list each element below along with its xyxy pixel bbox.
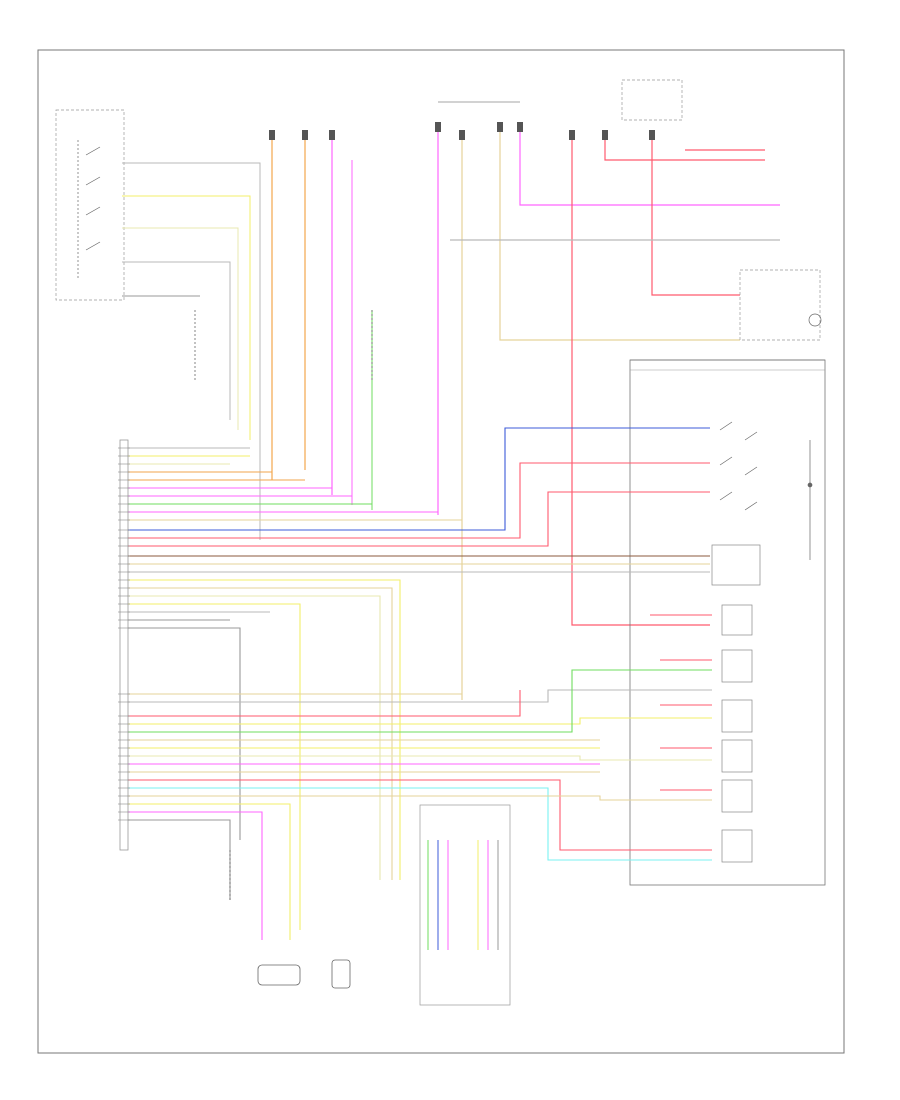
top-fuse-box-right xyxy=(621,79,683,121)
pcm-module-box xyxy=(119,439,129,851)
right-motor-icon xyxy=(808,313,822,327)
top-left-switches xyxy=(77,140,101,280)
top-feeds xyxy=(271,130,780,700)
diagram-frame xyxy=(37,49,845,1054)
bottom-sensors xyxy=(194,310,373,989)
pcm-pin-ticks xyxy=(118,447,130,821)
top-left-switch-wires xyxy=(122,162,261,540)
right-trans-box xyxy=(629,359,826,886)
solenoid-feeds xyxy=(650,614,712,791)
bottom-connector-wires xyxy=(427,840,499,950)
solenoid-boxes xyxy=(711,544,761,863)
range-switch-contacts xyxy=(719,421,813,560)
top-left-switch-module xyxy=(55,109,125,301)
pcm-harness-wires xyxy=(128,427,710,930)
bottom-connector-group xyxy=(419,804,511,1006)
top-fuses xyxy=(269,122,655,140)
right-relay-box xyxy=(739,269,821,341)
pcm-lower-harness xyxy=(128,669,712,940)
center-wires xyxy=(351,160,373,510)
